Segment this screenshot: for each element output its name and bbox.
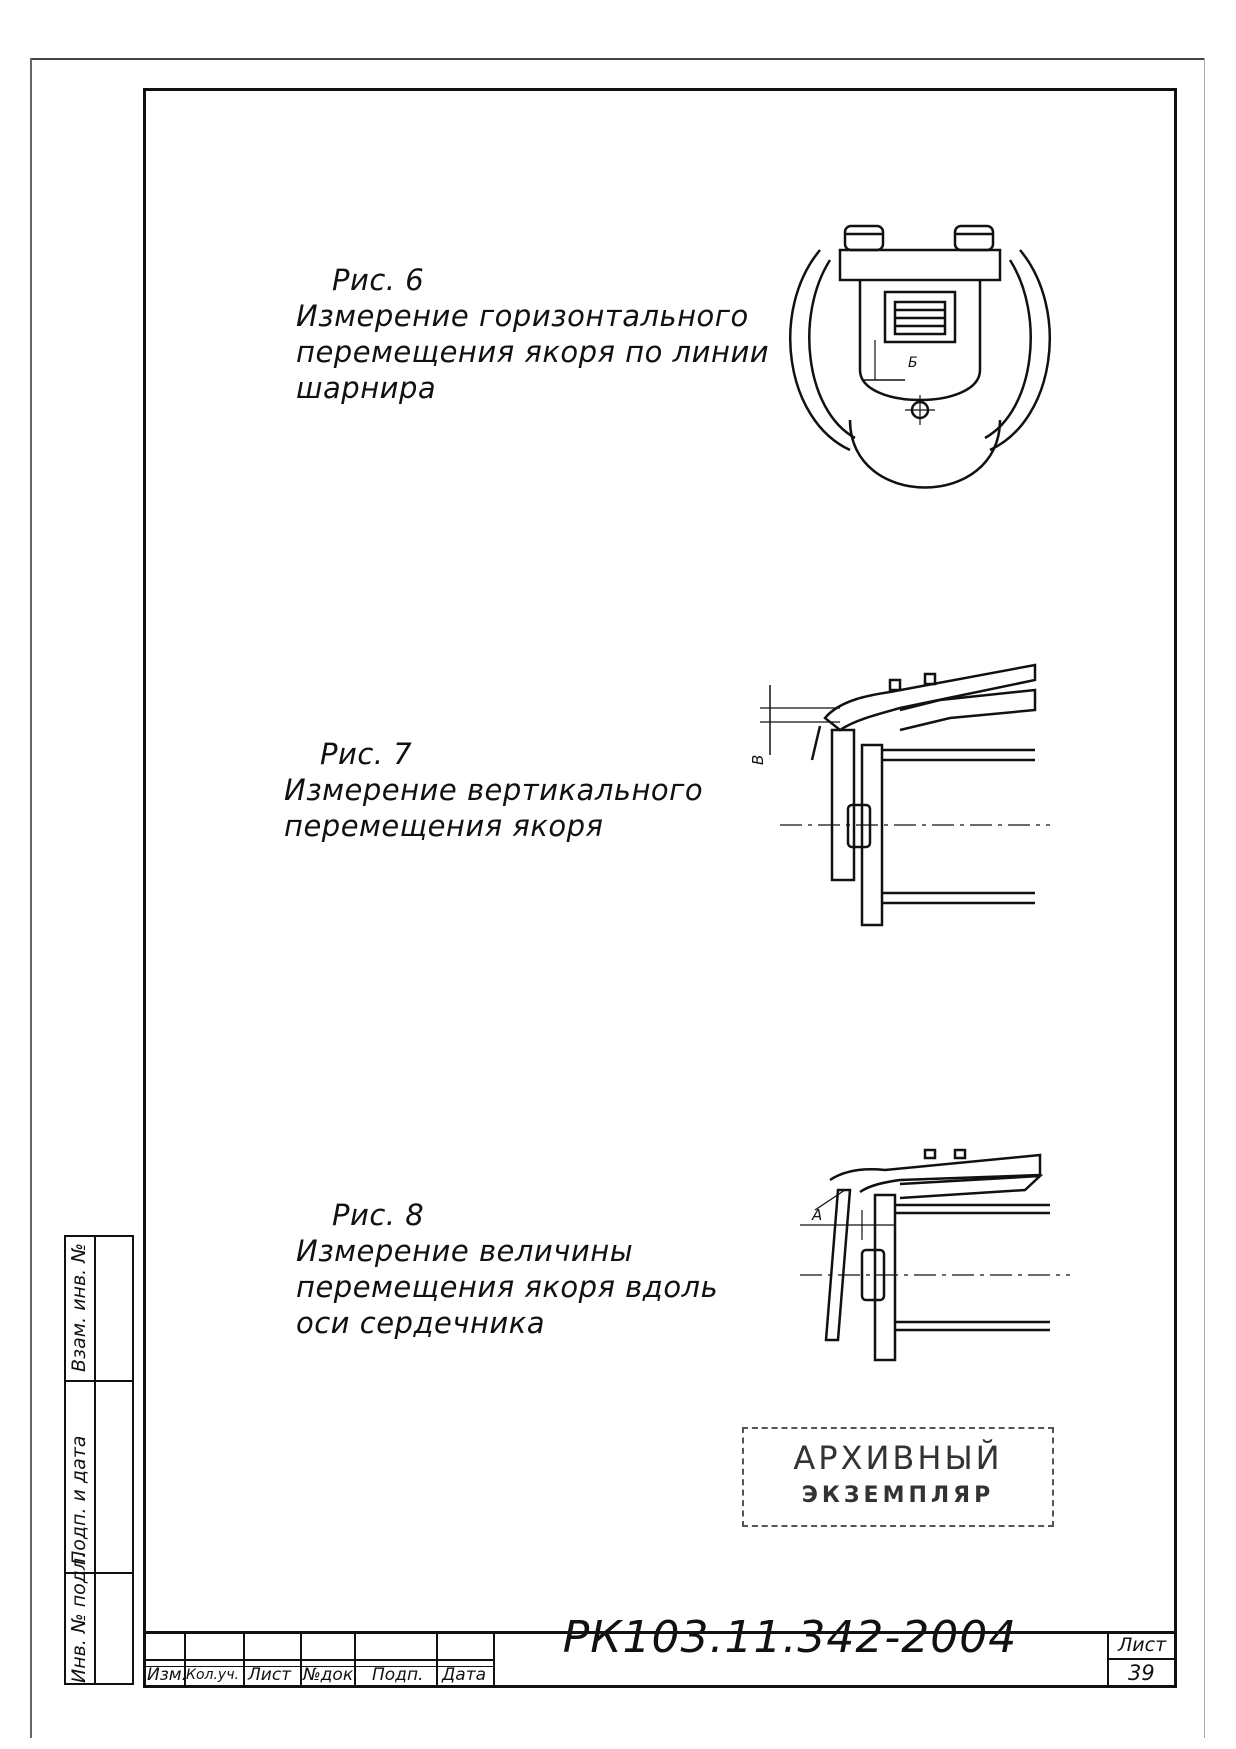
- figure-6-dim-label: Б: [908, 355, 918, 371]
- side-label-inv-podl: Инв. № подл.: [68, 1551, 90, 1683]
- figure-7-number: Рис. 7: [320, 737, 413, 771]
- figure-8-line-3: оси сердечника: [296, 1306, 546, 1340]
- title-block-top-line: [143, 1631, 1177, 1634]
- figure-6-line-2: перемещения якоря по линии: [296, 335, 770, 369]
- title-block-row-line-2: [143, 1666, 493, 1667]
- title-block-row-line: [143, 1659, 493, 1661]
- figure-6-drawing: Б: [789, 224, 1051, 489]
- title-block-col-5: [436, 1631, 438, 1688]
- figure-6-line-3: шарнира: [296, 371, 437, 405]
- figure-8-drawing: А: [800, 1148, 1070, 1362]
- stamp-line-1: АРХИВНЫЙ: [793, 1439, 1003, 1477]
- side-panel-divider-1: [64, 1380, 134, 1382]
- title-block-col-6: [493, 1631, 495, 1688]
- side-panel: [64, 1235, 134, 1685]
- title-block-col-3: [300, 1631, 302, 1688]
- figure-8-line-1: Измерение величины: [296, 1234, 634, 1268]
- col-label-izm: Изм.: [147, 1665, 187, 1685]
- figure-7-drawing: В: [749, 663, 1050, 927]
- archive-stamp: АРХИВНЫЙ ЭКЗЕМПЛЯР: [742, 1427, 1054, 1527]
- figure-7-dim-label: В: [749, 755, 767, 765]
- sheet-label: Лист: [1118, 1634, 1167, 1656]
- figure-6-number: Рис. 6: [332, 263, 425, 297]
- figure-8-line-2: перемещения якоря вдоль: [296, 1270, 719, 1304]
- sheet-number: 39: [1128, 1661, 1155, 1685]
- figure-7-caption: Рис. 7 Измерение вертикального перемещен…: [284, 736, 703, 844]
- figure-8-caption: Рис. 8 Измерение величины перемещения як…: [296, 1197, 718, 1341]
- figure-7-line-2: перемещения якоря: [284, 809, 604, 843]
- col-label-ndok: №док.: [303, 1665, 359, 1685]
- figure-6-line-1: Измерение горизонтального: [296, 299, 749, 333]
- side-panel-divider-2: [64, 1572, 134, 1574]
- drawing-frame: [143, 88, 1177, 1688]
- col-label-data: Дата: [442, 1665, 487, 1685]
- figure-8-number: Рис. 8: [332, 1198, 425, 1232]
- title-block-col-1: [184, 1631, 186, 1688]
- col-label-list: Лист: [248, 1665, 292, 1685]
- figure-8-dim-label: А: [811, 1206, 822, 1224]
- outer-border-left: [30, 58, 32, 1738]
- side-label-podp-data: Подп. и дата: [68, 1435, 90, 1565]
- figure-6-caption: Рис. 6 Измерение горизонтального перемещ…: [296, 262, 769, 406]
- document-number: РК103.11.342-2004: [562, 1612, 1018, 1663]
- stamp-line-2: ЭКЗЕМПЛЯР: [801, 1483, 995, 1508]
- col-label-podp: Подп.: [372, 1665, 424, 1685]
- figure-7-line-1: Измерение вертикального: [284, 773, 704, 807]
- outer-border-right: [1204, 58, 1205, 1738]
- side-panel-divider-col: [94, 1235, 96, 1685]
- outer-border-top: [30, 58, 1205, 60]
- side-label-vzam-inv: Взам. инв. №: [68, 1242, 90, 1372]
- title-block-col-2: [243, 1631, 245, 1688]
- col-label-kol-uch: Кол.уч.: [186, 1667, 239, 1683]
- title-block-col-4: [354, 1631, 356, 1688]
- title-block-sheet-divider: [1107, 1658, 1177, 1660]
